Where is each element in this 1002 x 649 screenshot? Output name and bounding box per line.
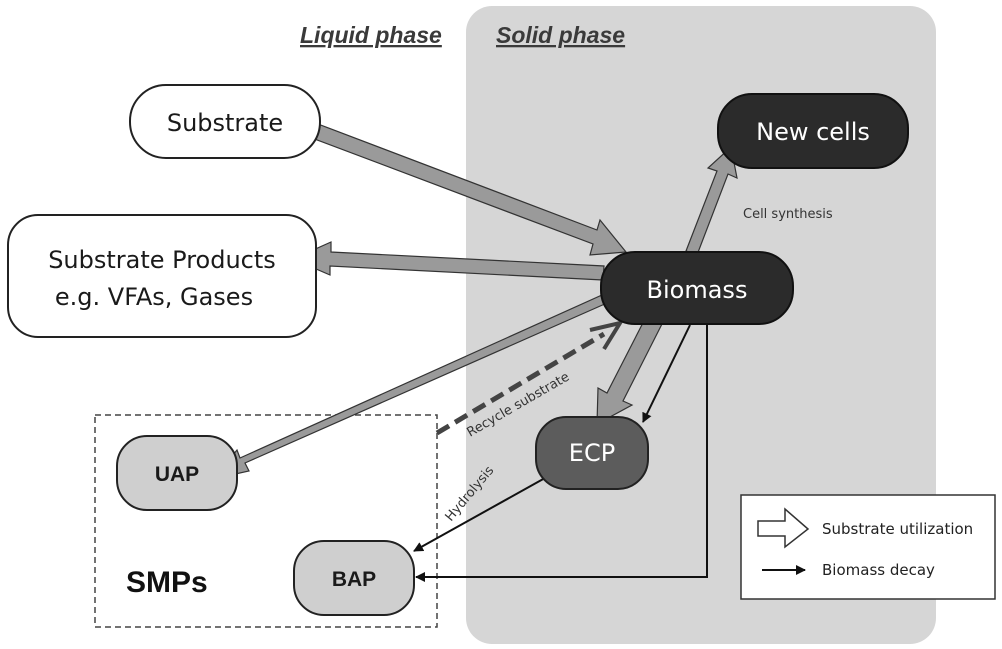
new-cells-label: New cells xyxy=(756,118,870,146)
bap-label: BAP xyxy=(332,568,376,591)
biomass-node: Biomass xyxy=(600,251,794,325)
biomass-to-bap-decay-arrow xyxy=(415,323,708,582)
biomass-label: Biomass xyxy=(647,276,748,304)
substrate-products-label-line1: Substrate Products xyxy=(48,246,276,274)
biomass-to-ecp-arrow xyxy=(596,312,665,426)
liquid-phase-label: Liquid phase xyxy=(300,22,442,48)
ecp-label: ECP xyxy=(569,439,615,467)
bap-node: BAP xyxy=(293,540,415,616)
biomass-decay-legend-label: Biomass decay xyxy=(822,561,935,579)
ecp-node: ECP xyxy=(535,416,649,490)
cell-synthesis-label: Cell synthesis xyxy=(743,207,833,222)
recycle-substrate-arrowhead xyxy=(589,319,625,351)
new-cells-node: New cells xyxy=(717,93,909,169)
smps-label: SMPs xyxy=(126,566,208,599)
ecp-to-bap-arrow xyxy=(413,477,546,552)
substrate-utilization-legend-label: Substrate utilization xyxy=(822,520,973,538)
solid-phase-label: Solid phase xyxy=(496,22,625,48)
uap-node: UAP xyxy=(116,435,238,511)
smps-group-box xyxy=(94,414,438,628)
substrate-node: Substrate xyxy=(129,84,321,159)
substrate-products-node: Substrate Products e.g. VFAs, Gases xyxy=(7,214,317,338)
biomass-to-ecp-decay-arrow xyxy=(642,324,691,423)
substrate-products-label-line2: e.g. VFAs, Gases xyxy=(55,283,253,311)
legend: Substrate utilization Biomass decay xyxy=(740,494,996,600)
uap-label: UAP xyxy=(155,463,199,486)
substrate-label: Substrate xyxy=(167,109,283,137)
substrate-to-biomass-arrow-body xyxy=(311,123,628,256)
substrate-utilization-legend-icon xyxy=(757,507,810,549)
recycle-substrate-arrow-line xyxy=(435,331,606,436)
